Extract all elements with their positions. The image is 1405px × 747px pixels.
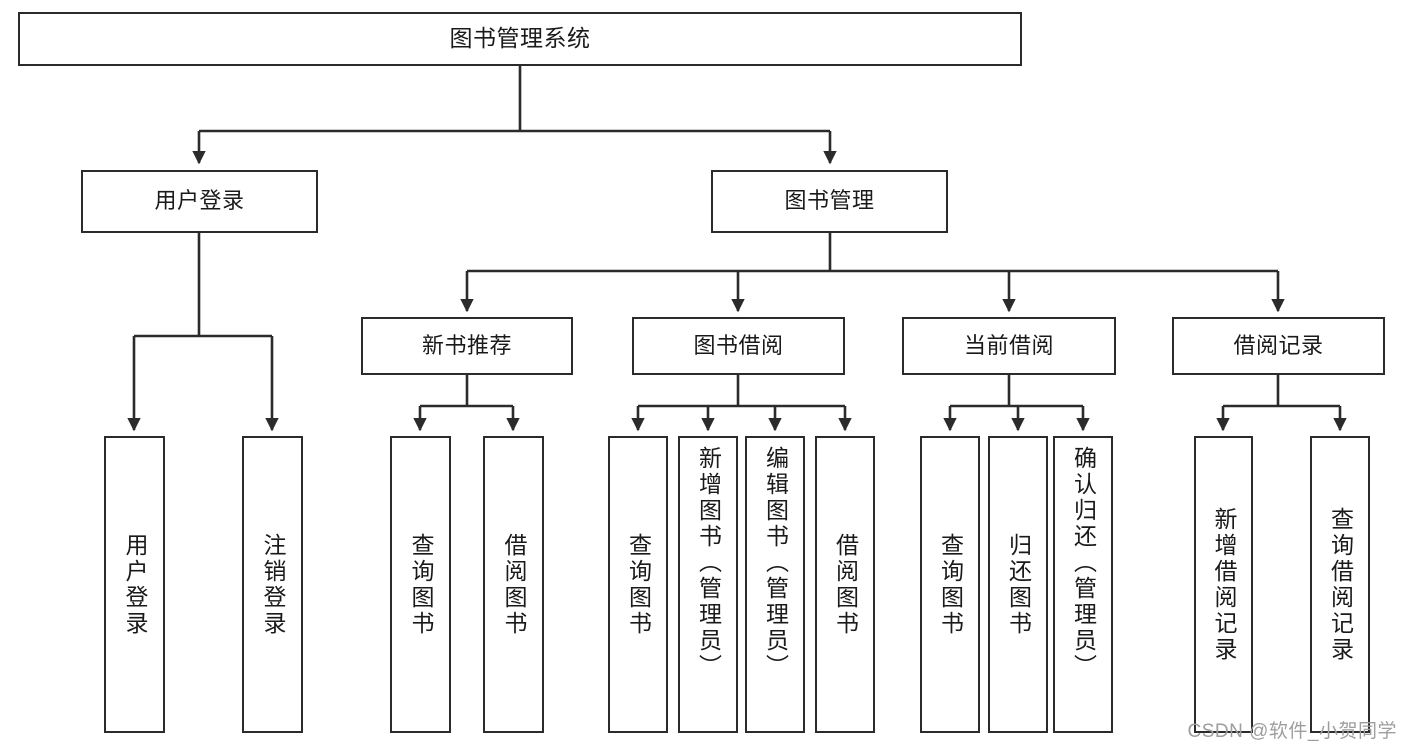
leaf-query-book-2-label: 查询图书 <box>625 532 652 637</box>
leaf-add-record[interactable]: 新增借阅记录 <box>1194 436 1253 733</box>
node-new-book-recommend[interactable]: 新书推荐 <box>361 317 573 375</box>
leaf-return-book[interactable]: 归还图书 <box>988 436 1048 733</box>
leaf-edit-book-label: 编辑图书（管理员） <box>762 446 789 680</box>
leaf-add-record-label: 新增借阅记录 <box>1211 506 1237 663</box>
leaf-query-book-2[interactable]: 查询图书 <box>608 436 668 733</box>
leaf-query-book-1-label: 查询图书 <box>408 532 434 637</box>
leaf-borrow-book-2[interactable]: 借阅图书 <box>815 436 875 733</box>
leaf-user-login-label: 用户登录 <box>122 532 148 637</box>
node-book-manage[interactable]: 图书管理 <box>711 170 948 233</box>
node-current-borrow[interactable]: 当前借阅 <box>902 317 1116 375</box>
leaf-borrow-book-1[interactable]: 借阅图书 <box>483 436 544 733</box>
node-current-borrow-label: 当前借阅 <box>963 332 1054 358</box>
leaf-borrow-book-1-label: 借阅图书 <box>501 532 527 637</box>
node-user-login-label: 用户登录 <box>154 188 245 214</box>
node-borrow-record-label: 借阅记录 <box>1233 332 1324 358</box>
leaf-borrow-book-2-label: 借阅图书 <box>832 532 859 637</box>
leaf-query-record-label: 查询借阅记录 <box>1327 506 1354 663</box>
leaf-edit-book[interactable]: 编辑图书（管理员） <box>745 436 805 733</box>
leaf-logout-login-label: 注销登录 <box>260 532 286 637</box>
leaf-add-book[interactable]: 新增图书（管理员） <box>678 436 738 733</box>
node-book-borrow-label: 图书借阅 <box>693 332 784 358</box>
leaf-user-login[interactable]: 用户登录 <box>104 436 165 733</box>
node-root[interactable]: 图书管理系统 <box>18 12 1022 66</box>
leaf-query-book-3-label: 查询图书 <box>937 532 964 637</box>
node-new-book-recommend-label: 新书推荐 <box>421 332 512 358</box>
node-book-borrow[interactable]: 图书借阅 <box>632 317 845 375</box>
leaf-logout-login[interactable]: 注销登录 <box>242 436 303 733</box>
node-user-login[interactable]: 用户登录 <box>81 170 318 233</box>
leaf-confirm-return[interactable]: 确认归还（管理员） <box>1053 436 1113 733</box>
leaf-return-book-label: 归还图书 <box>1005 532 1032 637</box>
node-borrow-record[interactable]: 借阅记录 <box>1172 317 1385 375</box>
leaf-confirm-return-label: 确认归还（管理员） <box>1070 446 1097 680</box>
watermark: CSDN @软件_小贺同学 <box>1187 721 1397 742</box>
node-root-label: 图书管理系统 <box>449 25 591 52</box>
leaf-add-book-label: 新增图书（管理员） <box>695 446 722 680</box>
leaf-query-record[interactable]: 查询借阅记录 <box>1310 436 1370 733</box>
leaf-query-book-1[interactable]: 查询图书 <box>390 436 451 733</box>
leaf-query-book-3[interactable]: 查询图书 <box>920 436 980 733</box>
node-book-manage-label: 图书管理 <box>784 188 875 214</box>
